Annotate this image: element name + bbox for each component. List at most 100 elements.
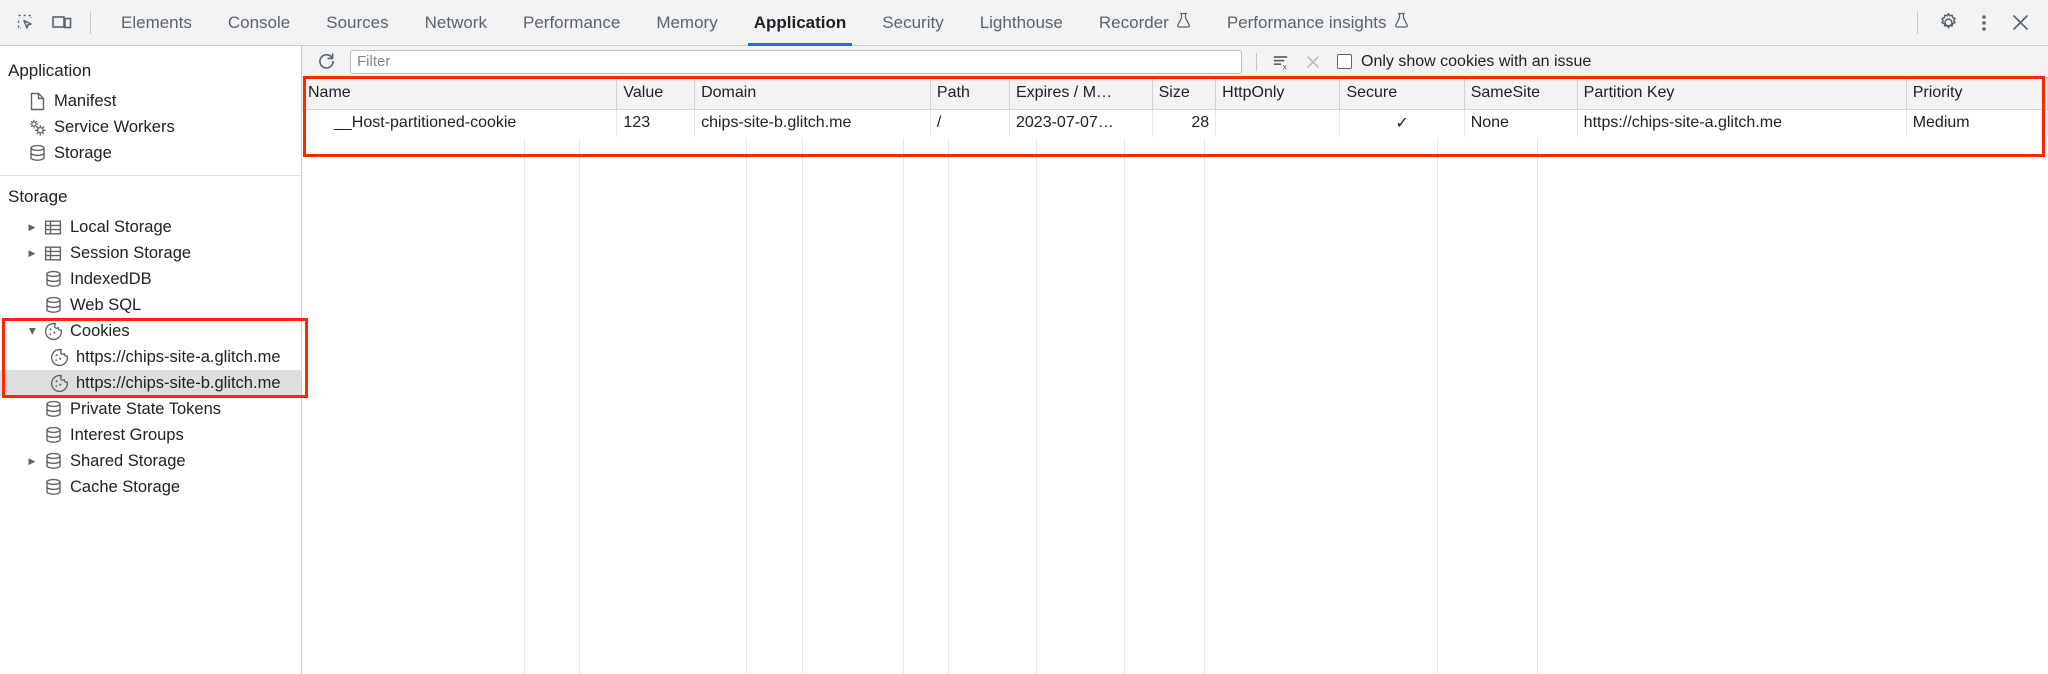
column-header-domain[interactable]: Domain: [694, 78, 931, 110]
database-icon: [24, 144, 50, 162]
tab-security-label: Security: [882, 12, 944, 32]
tab-elements[interactable]: Elements: [103, 0, 210, 46]
cell-partition-key[interactable]: https://chips-site-a.glitch.me: [1577, 109, 1907, 137]
table-grid-icon: [40, 219, 66, 236]
tab-lighthouse-label: Lighthouse: [979, 12, 1063, 32]
cookie-icon: [46, 374, 72, 393]
sidebar-item-cookies[interactable]: ▶ Cookies: [0, 318, 301, 344]
sidebar-item-storage-label: Storage: [54, 143, 112, 162]
sidebar-item-session-storage[interactable]: ▶ Session Storage: [0, 240, 301, 266]
cookies-table-body: __Host-partitioned-cookie 123 chips-site…: [302, 109, 2048, 137]
toolbar-divider-right: [1917, 11, 1918, 34]
sidebar-item-storage[interactable]: Storage: [0, 140, 301, 166]
sidebar-item-indexeddb-label: IndexedDB: [70, 269, 152, 288]
column-header-name[interactable]: Name: [302, 78, 618, 110]
sidebar-item-service-workers[interactable]: Service Workers: [0, 114, 301, 140]
checkbox-box-icon[interactable]: [1337, 54, 1352, 69]
sidebar-section-application-title: Application: [8, 61, 92, 80]
column-header-httponly[interactable]: HttpOnly: [1215, 78, 1341, 110]
devtools-panel-tabs: Elements Console Sources Network Perform…: [103, 0, 1907, 46]
tab-sources[interactable]: Sources: [308, 0, 406, 46]
cookies-filter-toolbar: x Only show cookies with an issue: [302, 46, 2048, 78]
sidebar-item-cookies-chips-site-b[interactable]: https://chips-site-b.glitch.me: [0, 370, 301, 396]
sidebar-divider: [0, 175, 301, 176]
clear-all-cookies-icon[interactable]: x: [1267, 49, 1295, 75]
close-icon[interactable]: [2002, 6, 2038, 40]
sidebar-item-manifest[interactable]: Manifest: [0, 88, 301, 114]
column-header-size[interactable]: Size: [1152, 78, 1217, 110]
tab-network[interactable]: Network: [407, 0, 505, 46]
cookies-panel: x Only show cookies with an issue: [302, 46, 2048, 674]
only-show-issues-label: Only show cookies with an issue: [1361, 52, 1592, 70]
sidebar-section-storage-title: Storage: [8, 187, 68, 206]
cell-value[interactable]: 123: [616, 109, 696, 137]
sidebar-item-web-sql[interactable]: Web SQL: [0, 292, 301, 318]
tab-application[interactable]: Application: [736, 0, 865, 46]
cookies-table-header: Name Value Domain Path Expires / M… Size…: [302, 78, 2048, 110]
sidebar-item-cache-storage[interactable]: Cache Storage: [0, 474, 301, 500]
table-header-row: Name Value Domain Path Expires / M… Size…: [302, 78, 2048, 110]
sidebar-item-local-storage[interactable]: ▶ Local Storage: [0, 214, 301, 240]
clear-filtered-cookies-icon[interactable]: [1299, 49, 1327, 75]
chevron-down-icon[interactable]: ▶: [27, 327, 38, 335]
cell-domain[interactable]: chips-site-b.glitch.me: [694, 109, 931, 137]
sidebar-item-cache-storage-label: Cache Storage: [70, 477, 181, 496]
database-icon: [40, 452, 66, 470]
tab-performance-insights-label: Performance insights: [1226, 12, 1387, 32]
sidebar-item-local-storage-label: Local Storage: [70, 217, 172, 236]
column-header-value[interactable]: Value: [616, 78, 696, 110]
column-header-expires[interactable]: Expires / M…: [1009, 78, 1153, 110]
cookies-table: Name Value Domain Path Expires / M… Size…: [302, 78, 2048, 137]
inspect-element-icon[interactable]: [8, 6, 44, 40]
device-toolbar-icon[interactable]: [44, 6, 80, 40]
cell-expires[interactable]: 2023-07-07…: [1009, 109, 1153, 137]
tab-security[interactable]: Security: [864, 0, 961, 46]
sidebar-item-cookies-chips-site-a[interactable]: https://chips-site-a.glitch.me: [0, 344, 301, 370]
chevron-right-icon[interactable]: ▶: [28, 221, 36, 232]
table-empty-grid: [302, 138, 2048, 674]
database-icon: [40, 478, 66, 496]
service-workers-gears-icon: [24, 118, 50, 137]
tab-performance[interactable]: Performance: [505, 0, 638, 46]
table-row[interactable]: __Host-partitioned-cookie 123 chips-site…: [302, 109, 2048, 137]
more-options-icon[interactable]: [1966, 6, 2002, 40]
tab-performance-insights[interactable]: Performance insights: [1209, 0, 1427, 46]
database-icon: [40, 426, 66, 444]
column-header-secure[interactable]: Secure: [1339, 78, 1465, 110]
only-show-issues-checkbox[interactable]: Only show cookies with an issue: [1337, 53, 1591, 71]
cell-httponly[interactable]: [1215, 109, 1341, 137]
column-header-path[interactable]: Path: [930, 78, 1011, 110]
tab-recorder-label: Recorder: [1098, 12, 1169, 32]
column-header-priority[interactable]: Priority: [1906, 78, 2048, 110]
tab-memory[interactable]: Memory: [638, 0, 735, 46]
refresh-icon[interactable]: [312, 49, 340, 75]
sidebar-item-service-workers-label: Service Workers: [54, 117, 175, 136]
manifest-file-icon: [24, 92, 50, 111]
cell-samesite[interactable]: None: [1464, 109, 1578, 137]
search-input[interactable]: [350, 49, 1242, 74]
tab-recorder[interactable]: Recorder: [1081, 0, 1209, 46]
chevron-right-icon[interactable]: ▶: [28, 247, 36, 258]
cell-priority[interactable]: Medium: [1906, 109, 2048, 137]
cell-size[interactable]: 28: [1152, 109, 1217, 137]
cell-path[interactable]: /: [930, 109, 1011, 137]
filter-divider: [1256, 52, 1257, 71]
database-icon: [40, 270, 66, 288]
sidebar-item-interest-groups[interactable]: Interest Groups: [0, 422, 301, 448]
column-header-samesite[interactable]: SameSite: [1464, 78, 1578, 110]
cell-secure[interactable]: ✓: [1339, 109, 1465, 137]
chevron-right-icon[interactable]: ▶: [28, 455, 36, 466]
sidebar-item-indexeddb[interactable]: IndexedDB: [0, 266, 301, 292]
cell-name[interactable]: __Host-partitioned-cookie: [302, 109, 618, 137]
sidebar-item-session-storage-label: Session Storage: [70, 243, 192, 262]
tab-sources-label: Sources: [326, 12, 389, 32]
sidebar-item-shared-storage[interactable]: ▶ Shared Storage: [0, 448, 301, 474]
tab-console[interactable]: Console: [210, 0, 308, 46]
column-header-partition-key[interactable]: Partition Key: [1577, 78, 1907, 110]
gear-icon[interactable]: [1930, 6, 1966, 40]
sidebar-item-private-state-tokens[interactable]: Private State Tokens: [0, 396, 301, 422]
tab-lighthouse[interactable]: Lighthouse: [962, 0, 1081, 46]
tab-elements-label: Elements: [121, 12, 192, 32]
cookies-table-area: Name Value Domain Path Expires / M… Size…: [302, 78, 2048, 674]
